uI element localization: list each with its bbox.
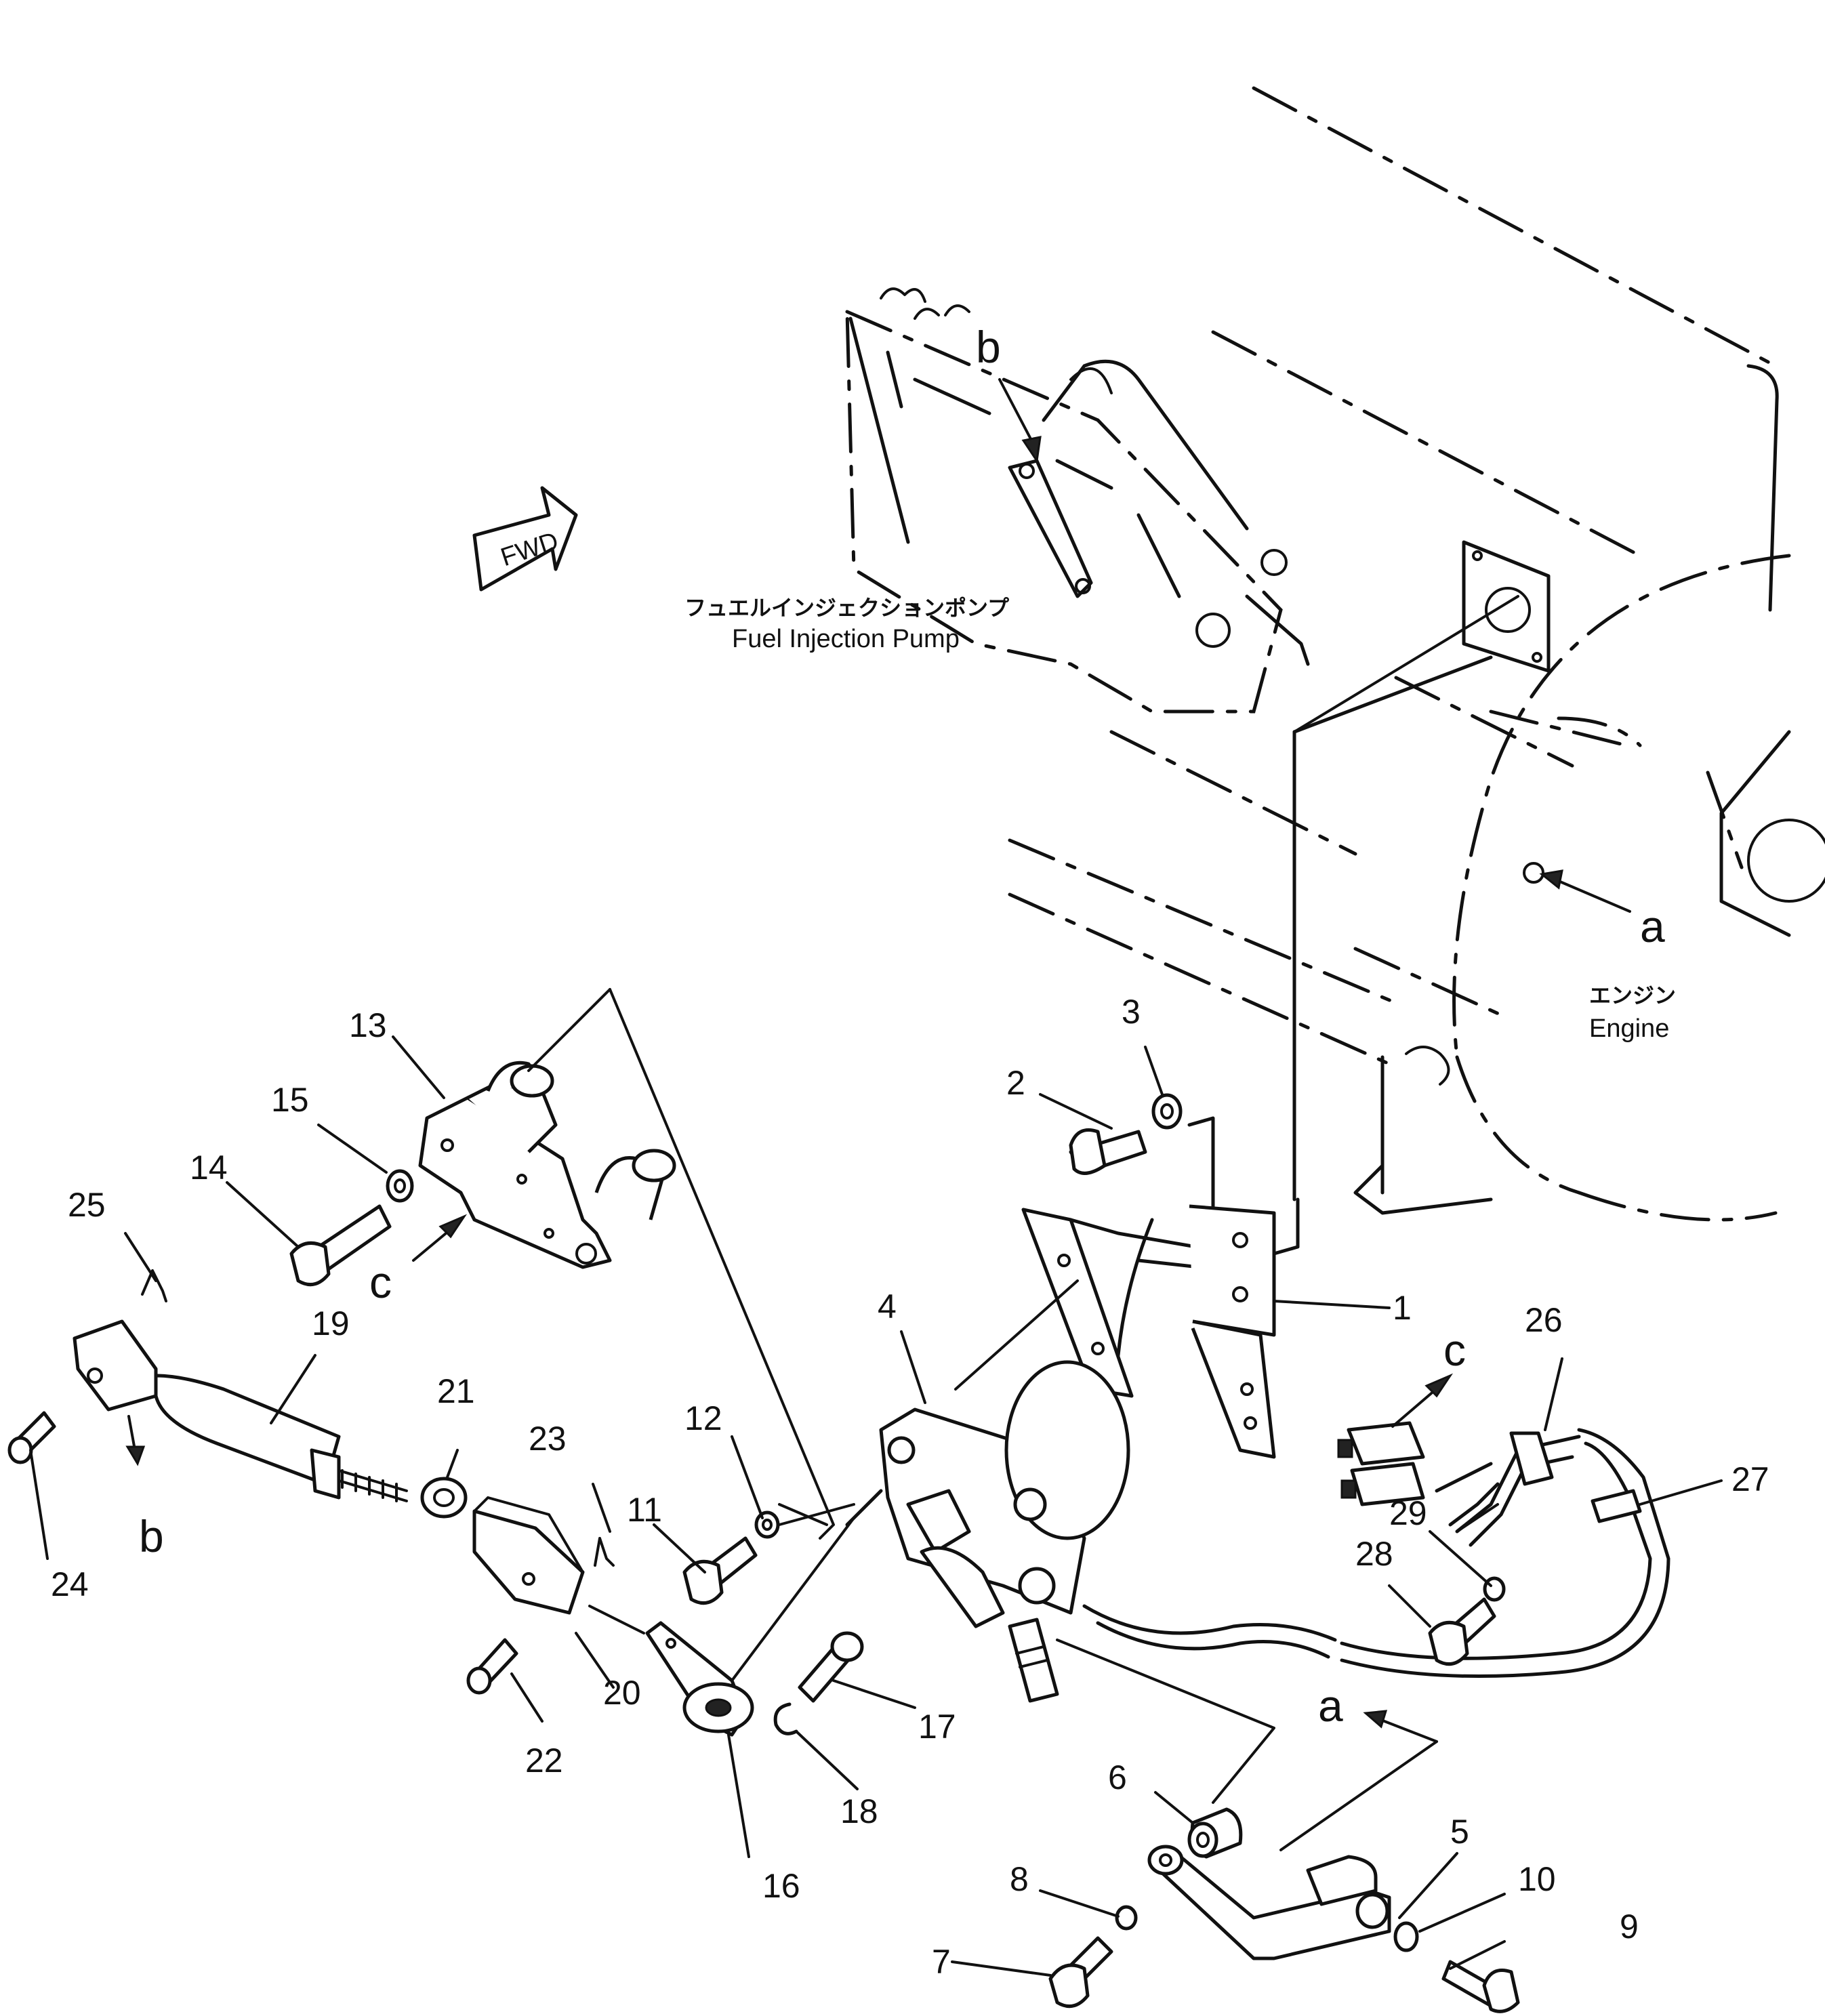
bolt-part-9 (1441, 1960, 1520, 2013)
washer-part-10 (1393, 1921, 1419, 1952)
ref-letter-b: b (139, 1511, 164, 1561)
callout-2: 2 (1006, 1064, 1025, 1102)
lever-part-16 (645, 1621, 754, 1737)
callout-29: 29 (1389, 1494, 1427, 1532)
block-part-20 (472, 1496, 585, 1615)
callout-16: 16 (762, 1867, 800, 1905)
callout-17: 17 (918, 1708, 956, 1746)
callout-4: 4 (878, 1288, 897, 1325)
washer-part-8 (1115, 1905, 1138, 1931)
callout-numbers: 1 2 3 4 5 6 7 8 9 10 11 12 13 14 15 16 1… (51, 993, 1769, 1981)
fwd-arrow: FWD (472, 486, 578, 592)
washer-part-12 (754, 1510, 780, 1539)
engine-label-jp: エンジン (1589, 983, 1676, 1008)
callout-14: 14 (190, 1149, 228, 1187)
callout-20: 20 (603, 1674, 641, 1712)
ref-letter-a: a (1318, 1681, 1343, 1731)
washer-part-3 (1151, 1093, 1183, 1130)
collar-part-6 (1187, 1807, 1243, 1859)
pin-part-24 (7, 1411, 56, 1464)
fuel-pump-label-en: Fuel Injection Pump (732, 625, 960, 653)
ref-letter-b: b (976, 322, 1001, 372)
cotter-pin-part-23 (594, 1537, 615, 1567)
bolt-part-2 (1069, 1128, 1147, 1175)
pin-part-22 (466, 1638, 518, 1695)
callout-3: 3 (1122, 993, 1141, 1031)
callout-9: 9 (1620, 1908, 1639, 1946)
fuel-pump-label-jp: フュエルインジェクションポンプ (684, 595, 1010, 621)
bolt-part-28 (1428, 1597, 1496, 1666)
bolt-part-7 (1048, 1936, 1113, 2009)
assembly-lines (527, 595, 1519, 1851)
callout-27: 27 (1731, 1460, 1769, 1498)
bolt-part-14 (289, 1204, 392, 1287)
callout-24: 24 (51, 1565, 89, 1603)
reference-arrows (125, 378, 1631, 1743)
wiring-harness (1082, 1421, 1670, 1679)
ref-letter-c: c (369, 1257, 392, 1307)
callout-22: 22 (525, 1742, 563, 1780)
callout-10: 10 (1518, 1860, 1556, 1898)
fuel-injection-pump (845, 287, 1310, 714)
stop-motor-part-4 (845, 1360, 1130, 1703)
callout-15: 15 (271, 1081, 309, 1119)
callout-26: 26 (1525, 1301, 1563, 1339)
callout-1: 1 (1393, 1289, 1412, 1327)
ref-letter-c: c (1443, 1325, 1466, 1375)
bolt-part-11 (682, 1536, 758, 1605)
engine-outline (1008, 86, 1825, 1222)
washer-part-15 (386, 1169, 414, 1203)
callout-7: 7 (932, 1943, 951, 1981)
bracket-part-13 (418, 1061, 676, 1269)
clip-part-18 (773, 1702, 798, 1735)
callout-21: 21 (437, 1372, 475, 1410)
callout-6: 6 (1108, 1758, 1127, 1796)
callout-5: 5 (1450, 1813, 1469, 1851)
callout-18: 18 (840, 1792, 878, 1830)
callout-12: 12 (684, 1399, 722, 1437)
callout-28: 28 (1355, 1535, 1393, 1573)
callout-25: 25 (68, 1186, 106, 1224)
arm-part-5 (1147, 1845, 1391, 1960)
bracket-part-1 (1021, 1116, 1300, 1459)
engine-label-en: Engine (1589, 1014, 1669, 1043)
rod-part-19 (73, 1319, 408, 1502)
callout-23: 23 (529, 1420, 567, 1458)
leader-lines (29, 1035, 1723, 1977)
nut-part-21 (420, 1477, 468, 1519)
callout-11: 11 (627, 1491, 662, 1529)
cotter-pin-part-25 (141, 1269, 167, 1302)
callout-13: 13 (349, 1006, 387, 1044)
callout-8: 8 (1010, 1860, 1029, 1898)
ref-letter-a: a (1640, 901, 1665, 951)
bolt-part-17 (798, 1631, 864, 1703)
callout-19: 19 (312, 1304, 350, 1342)
